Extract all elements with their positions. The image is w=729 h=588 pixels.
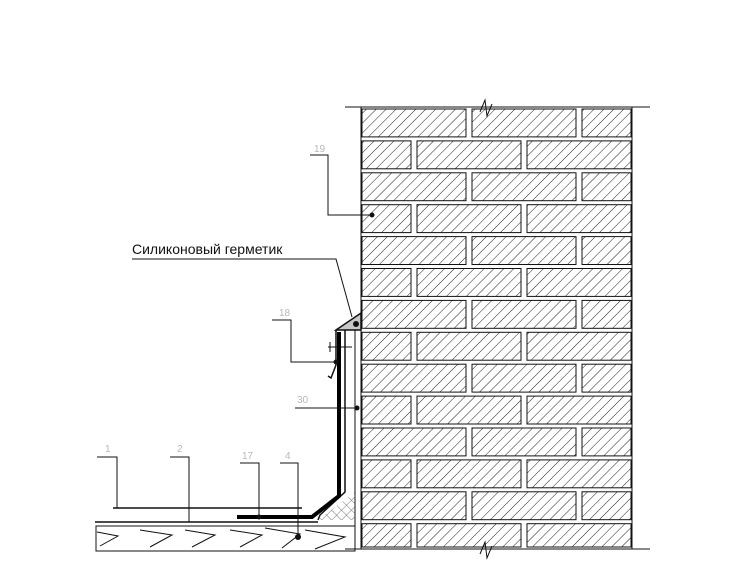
brick <box>581 172 632 202</box>
brick <box>581 299 632 329</box>
leader-4-dot <box>295 534 301 540</box>
brick <box>471 299 577 329</box>
brick <box>416 459 522 489</box>
sealant-label: Силиконовый герметик <box>132 241 283 257</box>
brick <box>471 363 577 393</box>
sealant-dot <box>353 321 359 327</box>
brick <box>526 459 632 489</box>
brick <box>361 363 467 393</box>
leader-1 <box>97 456 118 508</box>
brick <box>416 331 522 361</box>
leader-17-dot <box>256 514 262 520</box>
brick <box>361 108 467 138</box>
brick <box>416 395 522 425</box>
leader-2 <box>170 456 190 522</box>
insulation-fillet <box>318 492 355 520</box>
brick <box>581 491 632 521</box>
brick <box>361 459 412 489</box>
brick <box>526 140 632 170</box>
brick <box>361 395 412 425</box>
brick <box>581 427 632 457</box>
brick <box>416 204 522 234</box>
callout-2: 2 <box>177 444 183 455</box>
brick <box>416 268 522 297</box>
brick <box>471 172 577 202</box>
brick <box>361 140 412 170</box>
brick <box>471 108 577 138</box>
leader-17 <box>240 462 260 517</box>
leader-18 <box>272 319 336 363</box>
top-membrane <box>237 332 341 519</box>
leader-19 <box>310 154 372 216</box>
brick <box>581 363 632 393</box>
wood-grain <box>96 527 347 550</box>
callout-19: 19 <box>314 144 326 155</box>
brick <box>471 236 577 266</box>
brick <box>361 523 412 548</box>
callout-17: 17 <box>242 451 254 462</box>
brick-wall <box>361 108 632 548</box>
brick <box>361 331 412 361</box>
brick <box>526 268 632 297</box>
brick <box>361 491 467 521</box>
break-symbol-bottom <box>479 540 493 560</box>
leader-30-dot <box>354 405 360 411</box>
brick <box>581 108 632 138</box>
sealant-leader <box>132 258 353 318</box>
metal-flashing <box>327 330 337 380</box>
brick <box>526 204 632 234</box>
brick <box>361 172 467 202</box>
break-symbol-top <box>479 98 493 118</box>
brick <box>361 204 412 234</box>
wood-board <box>95 525 356 552</box>
brick <box>361 299 467 329</box>
brick <box>416 523 522 548</box>
callout-1: 1 <box>105 444 111 455</box>
brick <box>526 523 632 548</box>
leader-19-dot <box>369 212 375 218</box>
brick <box>361 427 467 457</box>
leader-4 <box>280 462 299 537</box>
brick <box>361 236 467 266</box>
brick <box>361 268 412 297</box>
brick <box>526 395 632 425</box>
brick <box>581 236 632 266</box>
callout-30: 30 <box>297 395 309 406</box>
brick <box>416 140 522 170</box>
leader-18-dot <box>333 359 339 365</box>
callout-18: 18 <box>279 308 291 319</box>
callout-4: 4 <box>285 451 291 462</box>
brick <box>471 427 577 457</box>
brick <box>526 331 632 361</box>
brick <box>471 491 577 521</box>
